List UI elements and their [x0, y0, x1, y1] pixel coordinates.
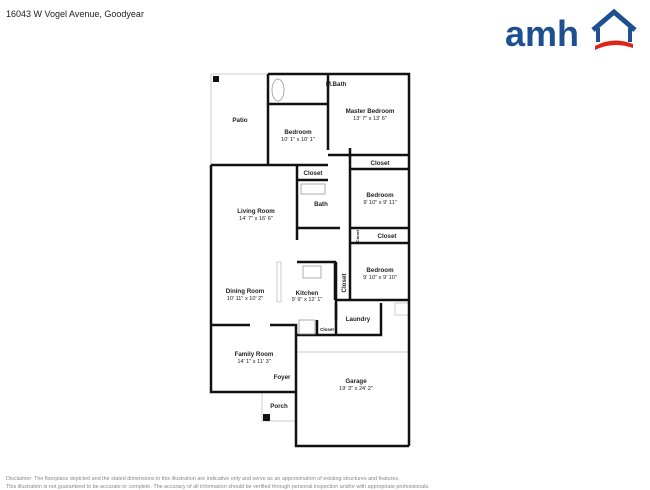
room-label-garage: Garage: [345, 378, 367, 385]
room-label-closet-small: Closet: [355, 229, 360, 242]
svg-text:amh: amh: [505, 13, 579, 52]
room-label-dining: Dining Room: [226, 288, 265, 295]
room-label-closet-hall: Closet: [304, 170, 323, 177]
disclaimer-line-1: Disclaimer: The floorplans depicted and …: [6, 476, 400, 482]
room-dims-bedroom1: 10' 1" x 10' 1": [281, 137, 315, 143]
room-label-kitchen: Kitchen: [296, 290, 319, 297]
disclaimer-line-2: This illustration is not guaranteed to b…: [6, 484, 430, 490]
room-label-closet-b3: Closet: [341, 274, 348, 293]
room-label-mbath: M.Bath: [326, 81, 347, 88]
room-label-laundry: Laundry: [346, 316, 371, 323]
property-address: 16043 W Vogel Avenue, Goodyear: [6, 9, 144, 19]
room-label-closet-laundry: Closet: [320, 327, 334, 332]
room-dims-dining: 10' 11" x 10' 2": [227, 296, 263, 302]
room-label-closet-master: Closet: [371, 160, 390, 167]
room-dims-bedroom3: 9' 10" x 9' 10": [363, 275, 397, 281]
room-dims-living: 14' 7" x 16' 6": [239, 216, 273, 222]
room-dims-garage: 19' 3" x 24' 2": [339, 386, 373, 392]
room-label-patio: Patio: [232, 117, 247, 124]
room-dims-bedroom2: 9' 10" x 9' 11": [363, 200, 396, 206]
room-dims-kitchen: 9' 9" x 12' 1": [292, 297, 323, 303]
room-dims-master: 13' 7" x 13' 6": [353, 116, 387, 122]
room-label-family: Family Room: [235, 351, 274, 358]
room-label-master: Master Bedroom: [346, 108, 395, 115]
room-dims-family: 14' 1" x 11' 3": [237, 359, 270, 365]
room-label-bedroom3: Bedroom: [366, 267, 394, 274]
room-label-living: Living Room: [237, 208, 275, 215]
room-label-closet-b2: Closet: [378, 233, 397, 240]
room-label-bedroom2: Bedroom: [366, 192, 394, 199]
room-label-bedroom1: Bedroom: [284, 129, 312, 136]
amh-logo: amh: [505, 8, 637, 52]
room-label-bath: Bath: [314, 201, 328, 208]
room-label-porch: Porch: [270, 403, 288, 410]
room-label-foyer: Foyer: [274, 374, 291, 381]
